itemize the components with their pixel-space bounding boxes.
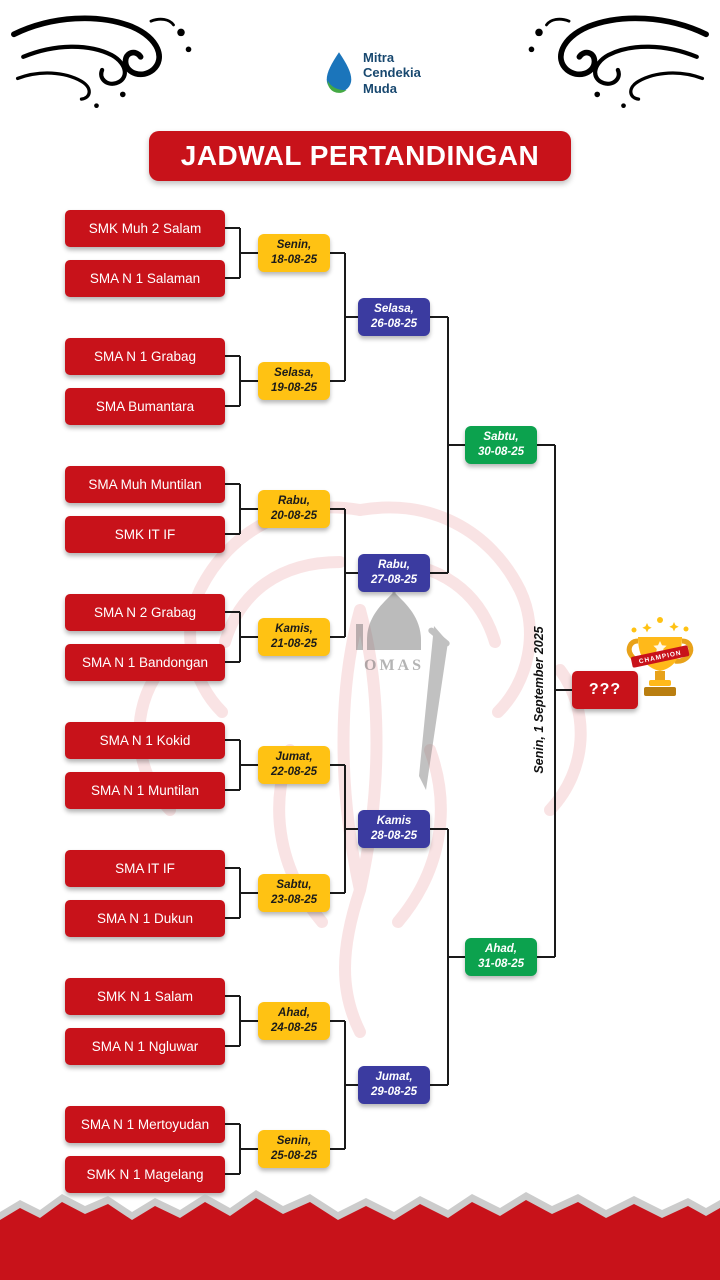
title-banner: JADWAL PERTANDINGAN [149, 131, 571, 181]
sword-silhouette [419, 626, 448, 790]
round1-date-box: Sabtu, 23-08-25 [258, 874, 330, 912]
team-box: SMK N 1 Magelang [65, 1155, 225, 1193]
round1-date-box: Rabu, 20-08-25 [258, 490, 330, 528]
match-date: 26-08-25 [370, 318, 418, 330]
match-date: 19-08-25 [270, 382, 318, 394]
match-date: 25-08-25 [270, 1150, 318, 1162]
match-day: Senin, [276, 239, 312, 252]
match-date: 31-08-25 [477, 958, 525, 970]
match-date: 28-08-25 [370, 830, 418, 842]
team-box: SMA N 1 Ngluwar [65, 1027, 225, 1065]
match-date: 30-08-25 [477, 446, 525, 458]
logo-line-1: Mitra [363, 50, 395, 66]
match-date: 27-08-25 [370, 574, 418, 586]
team-box: SMA N 1 Grabag [65, 337, 225, 375]
match-date: 18-08-25 [270, 254, 318, 266]
round1-date-box: Senin, 25-08-25 [258, 1130, 330, 1168]
match-day: Sabtu, [276, 879, 312, 892]
match-date: 21-08-25 [270, 638, 318, 650]
logo-line-2: Cendekia [363, 65, 421, 81]
corner-flourish-left-icon [11, 15, 192, 109]
round1-date-box: Ahad, 24-08-25 [258, 1002, 330, 1040]
match-day: Ahad, [278, 1007, 310, 1020]
torn-paper-edge [0, 1190, 720, 1280]
team-box: SMK N 1 Salam [65, 977, 225, 1015]
emblem-watermark: OMAS [356, 580, 450, 790]
match-day: Rabu, [278, 495, 310, 508]
match-date: 29-08-25 [370, 1086, 418, 1098]
team-box: SMA N 1 Bandongan [65, 643, 225, 681]
team-box: SMA N 1 Kokid [65, 721, 225, 759]
logo: Mitra Cendekia Muda [322, 48, 421, 98]
team-box: SMK IT IF [65, 515, 225, 553]
team-box: SMA N 2 Grabag [65, 593, 225, 631]
team-box: SMA N 1 Muntilan [65, 771, 225, 809]
round1-date-box: Jumat, 22-08-25 [258, 746, 330, 784]
match-day: Kamis [376, 815, 412, 828]
round1-date-box: Senin, 18-08-25 [258, 234, 330, 272]
corner-flourish-right-icon [528, 15, 709, 109]
match-date: 24-08-25 [270, 1022, 318, 1034]
final-winner-box: ??? [572, 671, 638, 709]
match-date: 22-08-25 [270, 766, 318, 778]
team-box: SMA N 1 Mertoyudan [65, 1105, 225, 1143]
round2-date-box: Rabu, 27-08-25 [358, 554, 430, 592]
team-box: SMA IT IF [65, 849, 225, 887]
final-schedule-text: Senin, 1 September 2025 [532, 626, 546, 774]
match-date: 23-08-25 [270, 894, 318, 906]
trophy-icon: CHAMPION [626, 617, 694, 696]
page-title: JADWAL PERTANDINGAN [180, 140, 540, 171]
match-day: Selasa, [374, 303, 414, 316]
match-day: Jumat, [275, 751, 313, 764]
match-day: Ahad, [485, 943, 517, 956]
team-box: SMK Muh 2 Salam [65, 209, 225, 247]
team-box: SMA N 1 Dukun [65, 899, 225, 937]
logo-drop-icon [326, 52, 352, 93]
round2-date-box: Jumat, 29-08-25 [358, 1066, 430, 1104]
match-day: Rabu, [378, 559, 410, 572]
match-date: 20-08-25 [270, 510, 318, 522]
match-day: Kamis, [275, 623, 313, 636]
match-day: Sabtu, [483, 431, 519, 444]
emblem-text: OMAS [364, 657, 424, 674]
match-day: Senin, [276, 1135, 312, 1148]
logo-text: Mitra Cendekia Muda [363, 50, 421, 95]
logo-line-3: Muda [363, 80, 397, 96]
match-day: Selasa, [274, 367, 314, 380]
match-day: Jumat, [375, 1071, 413, 1084]
round2-date-box: Kamis 28-08-25 [358, 810, 430, 848]
round3-date-box: Sabtu, 30-08-25 [465, 426, 537, 464]
team-box: SMA Bumantara [65, 387, 225, 425]
team-box: SMA N 1 Salaman [65, 259, 225, 297]
round1-date-box: Kamis, 21-08-25 [258, 618, 330, 656]
team-box: SMA Muh Muntilan [65, 465, 225, 503]
dome-silhouette [367, 592, 421, 650]
round2-date-box: Selasa, 26-08-25 [358, 298, 430, 336]
round3-date-box: Ahad, 31-08-25 [465, 938, 537, 976]
round1-date-box: Selasa, 19-08-25 [258, 362, 330, 400]
